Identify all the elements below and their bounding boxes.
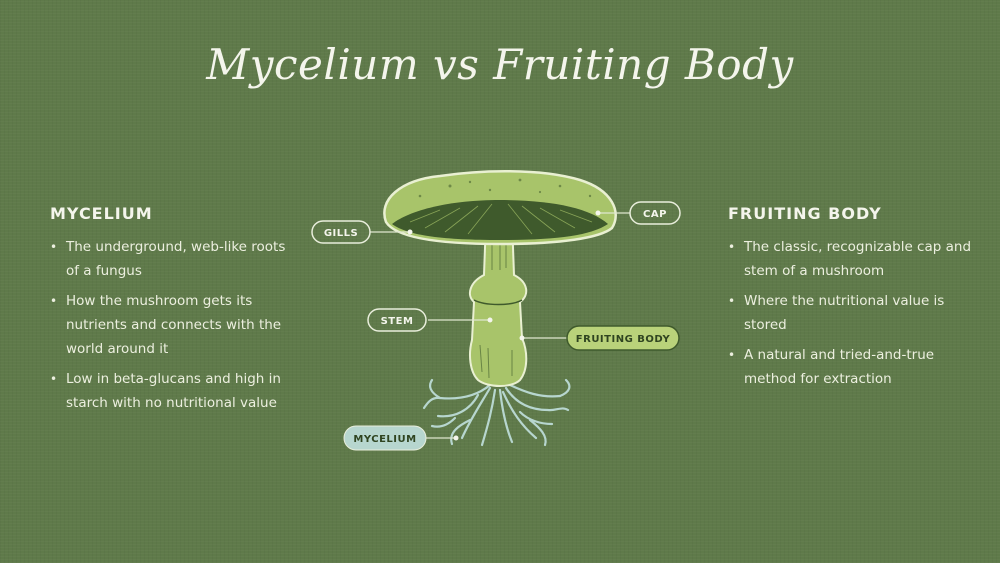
mycelium-column: MYCELIUM The underground, web-like roots…: [50, 204, 290, 421]
page-title: Mycelium vs Fruiting Body: [206, 40, 794, 89]
stem-label: STEM: [367, 308, 427, 332]
cap-label: CAP: [629, 201, 681, 225]
fruiting-body-bullet: The classic, recognizable cap and stem o…: [728, 235, 978, 283]
mushroom-stem: [468, 219, 528, 387]
label-connectors: [370, 212, 630, 439]
gill-lines: [409, 203, 593, 235]
gills-label-text: GILLS: [324, 228, 358, 239]
cap-speckles: [418, 178, 592, 198]
fruiting-body-heading: FRUITING BODY: [728, 204, 882, 223]
mycelium-label-text: MYCELIUM: [353, 434, 416, 445]
fruiting-body-label-text: FRUITING BODY: [576, 334, 671, 345]
mycelium-bullet-list: The underground, web-like roots of a fun…: [50, 235, 290, 415]
fruiting-body-label: FRUITING BODY: [566, 325, 680, 351]
mycelium-roots: [422, 378, 571, 447]
mycelium-label: MYCELIUM: [343, 425, 427, 451]
stem-label-text: STEM: [381, 316, 414, 327]
cap-label-text: CAP: [643, 209, 667, 220]
gills-label: GILLS: [311, 220, 371, 244]
mycelium-bullet: Low in beta-glucans and high in starch w…: [50, 367, 290, 415]
fruiting-body-bullet-list: The classic, recognizable cap and stem o…: [728, 235, 978, 391]
label-dots: [407, 210, 601, 441]
mushroom-gills: [392, 200, 608, 240]
mycelium-bullet: How the mushroom gets its nutrients and …: [50, 289, 290, 361]
fruiting-body-bullet: Where the nutritional value is stored: [728, 289, 978, 337]
mycelium-bullet: The underground, web-like roots of a fun…: [50, 235, 290, 283]
mycelium-heading: MYCELIUM: [50, 204, 153, 223]
stem-ring: [473, 299, 523, 306]
fruiting-body-column: FRUITING BODY The classic, recognizable …: [728, 204, 978, 397]
fruiting-body-bullet: A natural and tried-and-true method for …: [728, 343, 978, 391]
